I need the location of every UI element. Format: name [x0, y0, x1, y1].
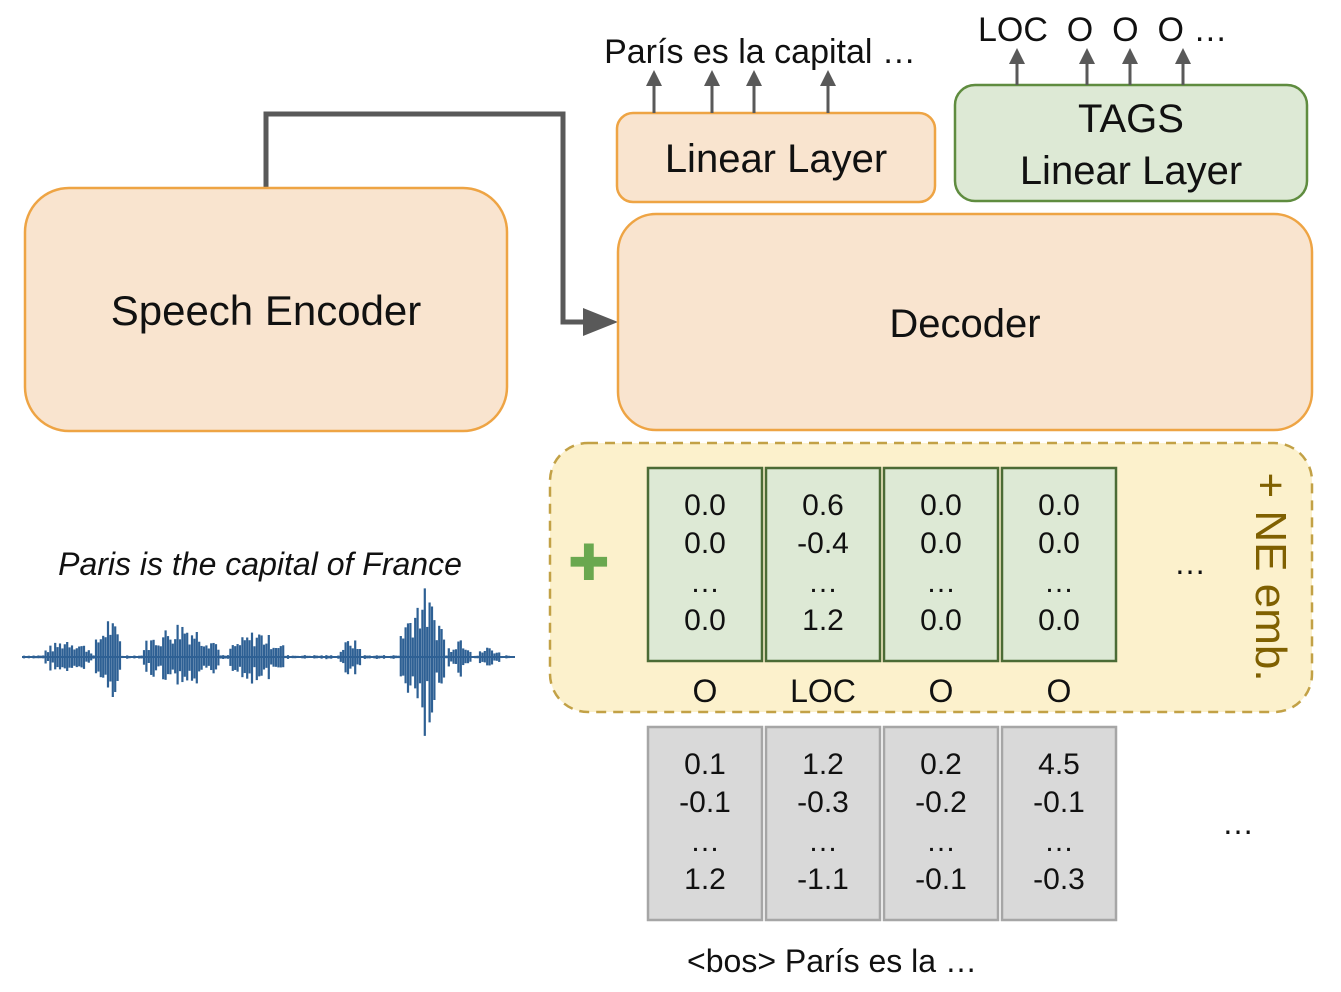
decoder-block: Decoder — [616, 212, 1314, 432]
tags-layer-output-arrows — [1009, 48, 1191, 85]
token-embedding-value: … — [808, 825, 838, 858]
token-embedding-value: -0.3 — [1033, 863, 1085, 896]
token-embedding-column-box — [646, 725, 764, 922]
ne-embedding-column-box — [1000, 466, 1118, 663]
ne-embedding-columns: 0.00.0…0.0O0.6-0.4…1.2LOC0.00.0…0.0O0.00… — [646, 466, 1118, 709]
ne-embedding-value: … — [690, 566, 720, 599]
ne-embedding-value: 1.2 — [802, 604, 844, 637]
ne-embedding-value: 0.6 — [802, 489, 844, 522]
tags-linear-layer-block: TAGS Linear Layer — [953, 83, 1309, 203]
ne-tag-label: LOC — [790, 673, 856, 709]
ne-embedding-value: 0.0 — [920, 489, 962, 522]
linear-layer-output-arrows — [646, 70, 836, 113]
token-embedding-value: -0.1 — [679, 786, 731, 819]
ne-ellipsis: … — [1174, 545, 1206, 581]
tags-layer-label-line2: Linear Layer — [1020, 149, 1242, 193]
token-embedding-column: 1.2 -0.3 … -1.1 — [764, 725, 882, 922]
token-embedding-value: -0.2 — [915, 786, 967, 819]
ne-embedding-value: 0.0 — [684, 604, 726, 637]
decoder-input-caption: <bos> París es la … — [687, 943, 977, 979]
speech-encoder-label: Speech Encoder — [111, 287, 422, 334]
linear-layer-block: Linear Layer — [615, 111, 937, 204]
token-embedding-columns: 0.1 -0.1 … 1.2 1.2 -0.3 … -1.1 0.2 -0.2 … -0.1 4.5 -0… — [646, 725, 1118, 922]
tags-layer-output-text: LOC O O O … — [978, 11, 1227, 49]
token-embedding-value: 1.2 — [802, 748, 844, 781]
token-embedding-value: -0.1 — [1033, 786, 1085, 819]
token-embedding-value: … — [1044, 825, 1074, 858]
ne-tag-label: O — [693, 673, 718, 709]
ne-embedding-value: 0.0 — [920, 527, 962, 560]
ne-embedding-value: 0.0 — [684, 527, 726, 560]
token-embedding-column: 0.2 -0.2 … -0.1 — [882, 725, 1000, 922]
ne-embedding-value: 0.0 — [1038, 489, 1080, 522]
ne-embedding-value: … — [808, 566, 838, 599]
linear-layer-label: Linear Layer — [665, 137, 887, 181]
token-embedding-value: 0.2 — [920, 748, 962, 781]
ne-embedding-column: 0.0 0.0 … 0.0O — [882, 466, 1000, 709]
token-embedding-value: … — [926, 825, 956, 858]
ne-embedding-column-box — [646, 466, 764, 663]
audio-waveform — [22, 588, 515, 736]
decoder-label: Decoder — [889, 302, 1040, 346]
tags-layer-label-line1: TAGS — [1078, 97, 1184, 141]
token-embedding-value: 4.5 — [1038, 748, 1080, 781]
token-embedding-column: 4.5 -0.1 … -0.3 — [1000, 725, 1118, 922]
ne-embedding-panel: ✚ + NE emb. … 0.00.0…0.0O0.6-0.4…1.2LOC0… — [548, 441, 1314, 714]
ne-embedding-value: … — [1044, 566, 1074, 599]
token-embedding-value: -1.1 — [797, 863, 849, 896]
token-embedding-column-box — [1000, 725, 1118, 922]
token-embedding-value: -0.3 — [797, 786, 849, 819]
ne-embedding-value: 0.0 — [920, 604, 962, 637]
token-embedding-value: 1.2 — [684, 863, 726, 896]
token-embedding-column: 0.1 -0.1 … 1.2 — [646, 725, 764, 922]
ne-embedding-column: 0.0 0.0 … 0.0O — [1000, 466, 1118, 709]
audio-caption: Paris is the capital of France — [58, 546, 462, 582]
ne-embedding-value: 0.0 — [1038, 604, 1080, 637]
ne-embedding-value: 0.0 — [1038, 527, 1080, 560]
ne-tag-label: O — [1047, 673, 1072, 709]
ne-embedding-value: -0.4 — [797, 527, 849, 560]
token-embedding-column-box — [882, 725, 1000, 922]
encoder-to-decoder-arrow — [263, 111, 600, 325]
token-embedding-value: 0.1 — [684, 748, 726, 781]
ne-tag-label: O — [929, 673, 954, 709]
token-embedding-value: … — [690, 825, 720, 858]
speech-encoder-block: Speech Encoder — [23, 186, 509, 433]
ne-embedding-label: + NE emb. — [1246, 472, 1295, 681]
ne-embedding-value: … — [926, 566, 956, 599]
ne-embedding-column: 0.0 0.0 … 0.0O — [646, 466, 764, 709]
ne-embedding-value: 0.0 — [684, 489, 726, 522]
ne-plus-icon: ✚ — [568, 535, 610, 591]
encoder-to-decoder-arrowhead — [583, 308, 618, 336]
linear-layer-output-text: París es la capital … — [604, 33, 916, 71]
token-ellipsis: … — [1222, 805, 1254, 841]
token-embedding-column-box — [764, 725, 882, 922]
token-embedding-value: -0.1 — [915, 863, 967, 896]
ne-embedding-column-box — [764, 466, 882, 663]
ne-embedding-column-box — [882, 466, 1000, 663]
